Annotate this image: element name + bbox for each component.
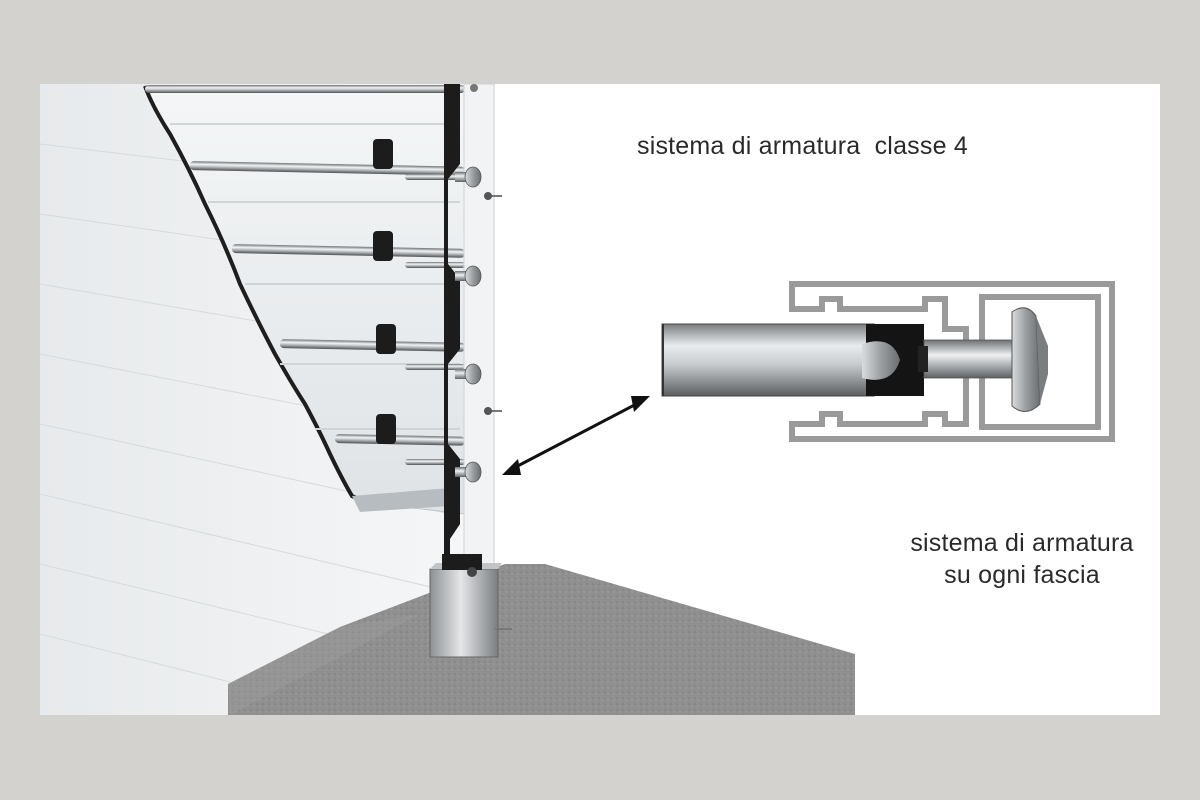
- caption-bottom-line1: sistema di armatura: [910, 529, 1134, 557]
- caption-bottom-line2: su ogni fascia: [944, 561, 1100, 589]
- concrete-base: [228, 564, 855, 715]
- shutter-slats: [143, 85, 466, 515]
- caption-top: sistema di armatura classe 4: [637, 132, 968, 160]
- bolt-icon: [455, 265, 482, 287]
- diagram-illustration: [40, 84, 1115, 715]
- bolt-icon: [455, 166, 482, 188]
- bolt-icon: [455, 461, 482, 483]
- bolt-icon: [455, 363, 482, 385]
- metal-base-box: [429, 554, 512, 658]
- reinforcement-rods: [145, 85, 465, 465]
- detail-cross-section: [661, 281, 1115, 442]
- bolt-icon: [470, 84, 478, 92]
- bolt-icon: [484, 192, 502, 200]
- bolt-icon: [484, 407, 502, 415]
- slat-end-caps: [373, 139, 396, 444]
- diagram-stage: sistema di armatura classe 4 sistema di …: [40, 84, 1160, 715]
- double-headed-arrow-icon: [502, 396, 650, 475]
- guide-rail: [444, 84, 495, 582]
- rail-bolts: [455, 84, 502, 483]
- caption-bottom: sistema di armatura su ogni fascia: [882, 527, 1160, 591]
